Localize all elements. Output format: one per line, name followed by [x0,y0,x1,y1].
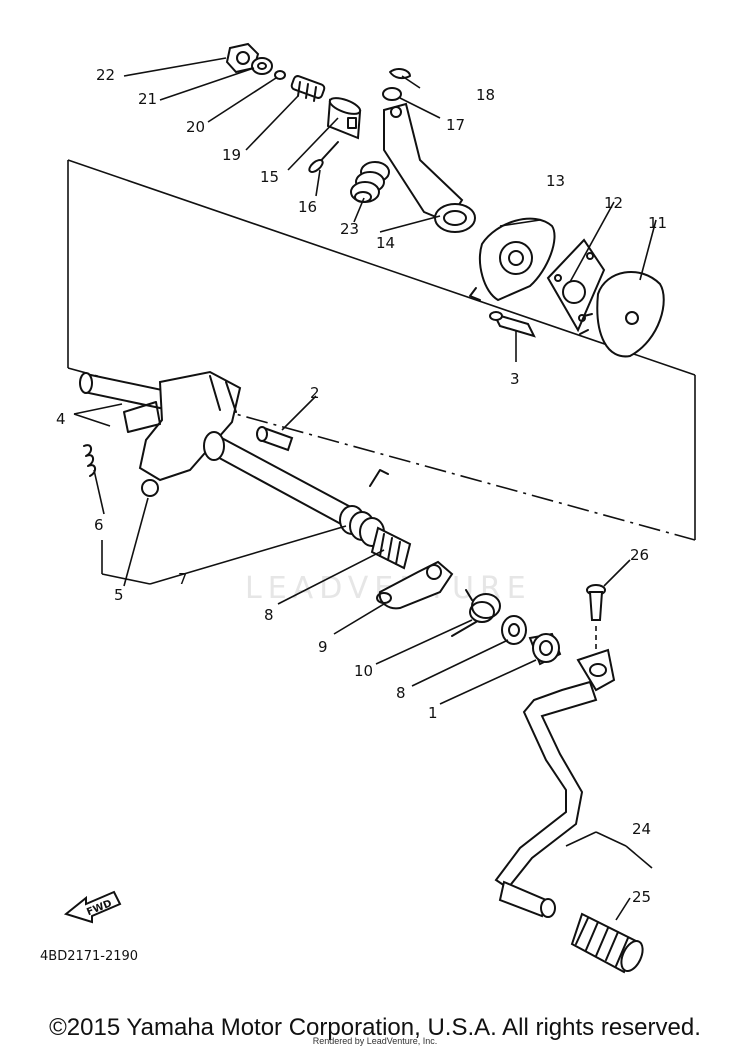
part-pedal-rubber [570,912,644,974]
callout-2: 2 [310,384,320,402]
callout-1: 1 [428,704,438,722]
callout-9: 9 [318,638,328,656]
callout-10: 10 [354,662,373,680]
part-dowel-pin [256,426,294,452]
part-spring-10 [451,589,501,637]
callout-19: 19 [222,146,241,164]
part-bolt-3 [489,311,536,338]
part-spring-23 [350,161,390,203]
callout-21: 21 [138,90,157,108]
part-cotter-pin [389,68,411,80]
callout-17: 17 [446,116,465,134]
callout-6: 6 [94,516,104,534]
callout-26: 26 [630,546,649,564]
part-adjuster-bolt [290,75,326,102]
callout-22: 22 [96,66,115,84]
part-shift-lever [376,560,454,610]
part-washer-17 [382,87,402,101]
part-segment-plate [546,238,606,333]
part-washer-21 [251,57,273,75]
diagram-code: 4BD2171-2190 [40,949,138,964]
part-shift-shaft [203,431,412,570]
callout-11: 11 [648,214,667,232]
leader-lines [73,57,657,921]
callout-3: 3 [510,370,520,388]
part-bushing [528,632,562,666]
callout-12: 12 [604,194,623,212]
callout-8-lower: 8 [396,684,406,702]
callout-25: 25 [632,888,651,906]
part-segment [579,270,665,358]
part-joint [326,97,362,140]
copyright-notice: ©2015 Yamaha Motor Corporation, U.S.A. A… [49,1014,701,1041]
callout-7: 7 [178,570,188,588]
assembly-frame [67,159,696,541]
part-stopper-plate [469,217,556,302]
part-pin [308,141,339,173]
part-shift-arm [383,102,476,233]
callout-24: 24 [632,820,651,838]
part-spring-6 [83,444,96,477]
callout-8-upper: 8 [264,606,274,624]
callout-18: 18 [476,86,495,104]
part-shift-shaft-arm [79,370,242,497]
callout-15: 15 [260,168,279,186]
callout-20: 20 [186,118,205,136]
part-shift-pedal [494,648,616,918]
callout-13: 13 [546,172,565,190]
callout-14: 14 [376,234,395,252]
callout-labels: 22 21 20 19 18 17 15 16 23 14 13 12 11 3… [56,66,667,906]
rendered-by-notice: Rendered by LeadVenture, Inc. [312,1036,438,1046]
part-pinch-bolt [586,584,606,650]
part-washer-8 [501,615,527,645]
callout-5: 5 [114,586,124,604]
callout-23: 23 [340,220,359,238]
part-oring [274,70,286,80]
fwd-arrow-icon: FWD [63,890,122,924]
callout-16: 16 [298,198,317,216]
callout-4: 4 [56,410,66,428]
